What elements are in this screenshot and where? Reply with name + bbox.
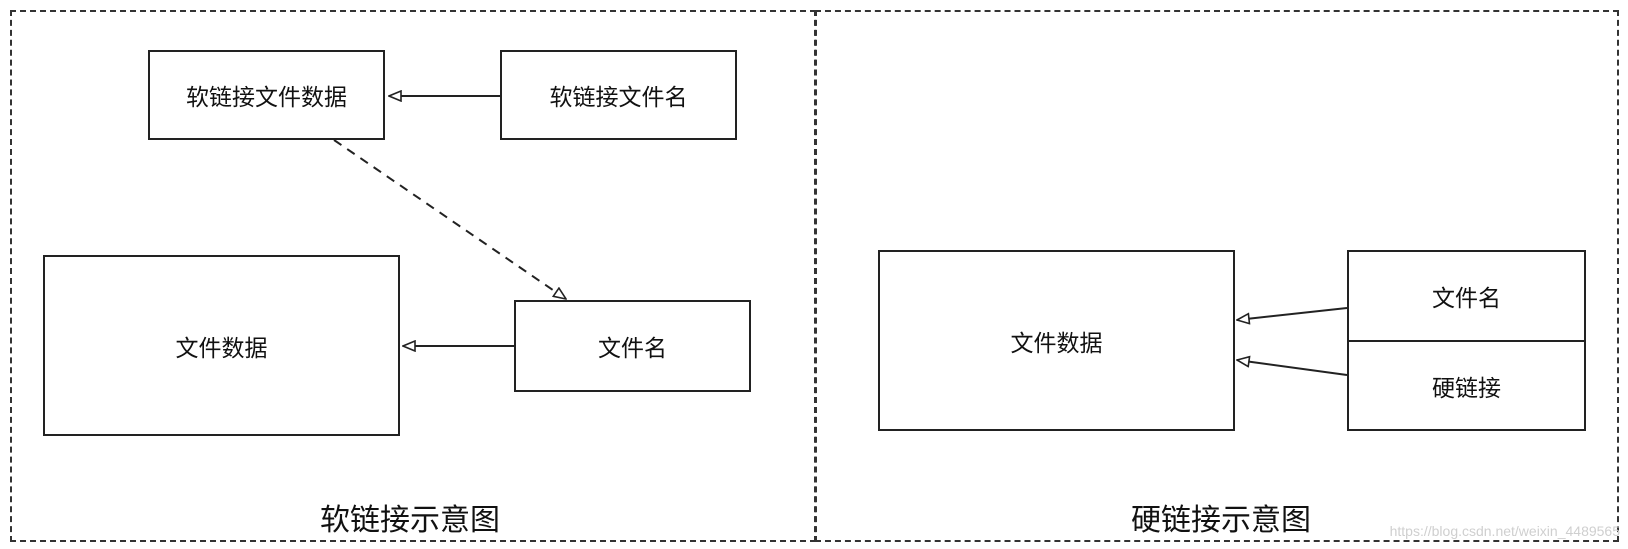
symlink-name-box: 软链接文件名 — [500, 50, 737, 140]
soft-file-data-box: 文件数据 — [43, 255, 400, 436]
hard-link-box: 硬链接 — [1347, 340, 1586, 431]
hard-link-panel — [815, 10, 1619, 542]
watermark: https://blog.csdn.net/weixin_4489565 — [1389, 523, 1620, 539]
hard-file-data-box: 文件数据 — [878, 250, 1235, 431]
soft-file-data-label: 文件数据 — [175, 335, 268, 362]
symlink-data-label: 软链接文件数据 — [186, 85, 347, 111]
soft-link-caption: 软链接示意图 — [320, 503, 500, 538]
hard-file-data-label: 文件数据 — [1010, 330, 1103, 357]
hard-link-label: 硬链接 — [1432, 375, 1501, 402]
symlink-data-box: 软链接文件数据 — [148, 50, 385, 140]
symlink-name-label: 软链接文件名 — [549, 85, 688, 111]
soft-file-name-label: 文件名 — [598, 336, 667, 362]
hard-file-name-label: 文件名 — [1432, 286, 1501, 312]
hard-file-name-box: 文件名 — [1347, 250, 1586, 342]
hard-link-caption: 硬链接示意图 — [1131, 503, 1311, 538]
soft-file-name-box: 文件名 — [514, 300, 751, 392]
